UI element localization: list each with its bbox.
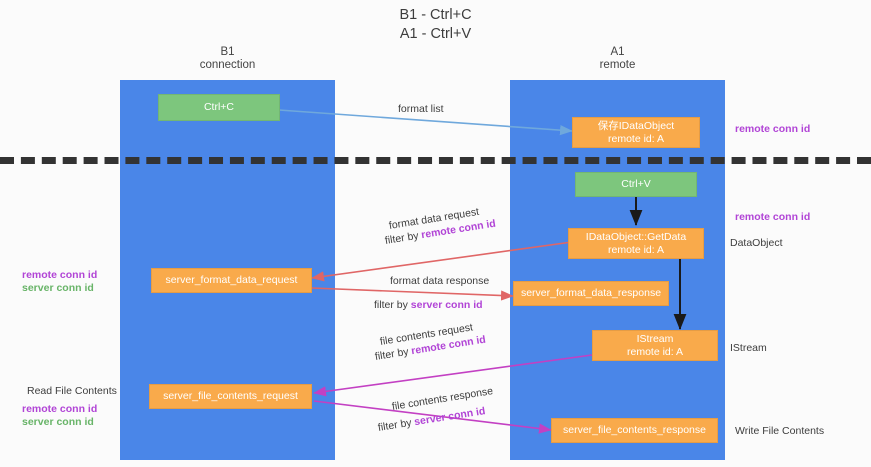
annotation-left-server-conn-id: server conn id [22,282,94,294]
node-ctrl-c[interactable]: Ctrl+C [158,94,280,121]
page-title: B1 - Ctrl+C A1 - Ctrl+V [0,6,871,44]
node-save-idataobject[interactable]: 保存IDataObject remote id: A [572,117,700,148]
section-divider [0,157,871,164]
filter-prefix-3: filter by [374,345,413,363]
filter-prefix-2: filter by [374,299,411,311]
node-server-format-data-response[interactable]: server_format_data_response [513,281,669,306]
node-server-file-contents-response-label: server_file_contents_response [562,424,706,436]
title-line-2: A1 - Ctrl+V [399,26,472,42]
annotation-right-write-file-contents: Write File Contents [735,425,825,437]
server-conn-id-1: server conn id [410,299,483,311]
node-server-file-contents-request-label: server_file_contents_request [163,390,298,402]
node-save-idataobject-remoteid: remote id: A [607,132,665,145]
edge-label-format-data-response: format data response [390,275,490,287]
annotation-right-dataobject: DataObject [730,237,783,249]
node-ctrl-v[interactable]: Ctrl+V [575,172,697,197]
annotation-right-mid-remote-conn-id: remote conn id [735,211,811,223]
node-ctrl-v-label: Ctrl+V [621,178,651,190]
annotation-left-read-file-contents: Read File Contents [27,385,117,397]
node-server-format-data-request-label: server_format_data_request [165,274,298,286]
node-save-idataobject-label: 保存IDataObject [597,119,675,132]
annotation-left-read-server-conn-id: server conn id [22,416,94,428]
node-server-file-contents-response[interactable]: server_file_contents_response [551,418,718,443]
node-ctrl-c-label: Ctrl+C [203,101,235,113]
title-line-1: B1 - Ctrl+C [399,7,472,23]
column-header-b1: B1 connection [120,46,335,72]
annotation-left-remote-conn-id: remote conn id [22,269,98,281]
node-idataobject-getdata[interactable]: IDataObject::GetData remote id: A [568,228,704,259]
node-server-format-data-request[interactable]: server_format_data_request [151,268,312,293]
node-idataobject-getdata-remoteid: remote id: A [607,243,665,256]
edge-label-format-list: format list [398,103,444,115]
annotation-left-read-remote-conn-id: remote conn id [22,403,98,415]
column-header-a1: A1 remote [510,46,725,72]
edge-label-filter-server-conn-id-1: filter by server conn id [374,298,483,312]
node-istream[interactable]: IStream remote id: A [592,330,718,361]
node-idataobject-getdata-label: IDataObject::GetData [585,230,687,243]
filter-prefix-4: filter by [377,416,416,434]
node-istream-remoteid: remote id: A [626,345,684,358]
annotation-right-top-remote-conn-id: remote conn id [735,123,811,135]
arrow-format-data-response [311,287,514,301]
node-server-file-contents-request[interactable]: server_file_contents_request [149,384,312,409]
node-server-format-data-response-label: server_format_data_response [520,287,662,299]
column-header-a1-sub: remote [599,59,636,71]
node-istream-label: IStream [636,332,674,345]
column-header-a1-name: A1 [610,46,625,58]
column-header-b1-name: B1 [220,46,235,58]
annotation-right-istream: IStream [730,342,767,354]
column-header-b1-sub: connection [199,59,256,71]
